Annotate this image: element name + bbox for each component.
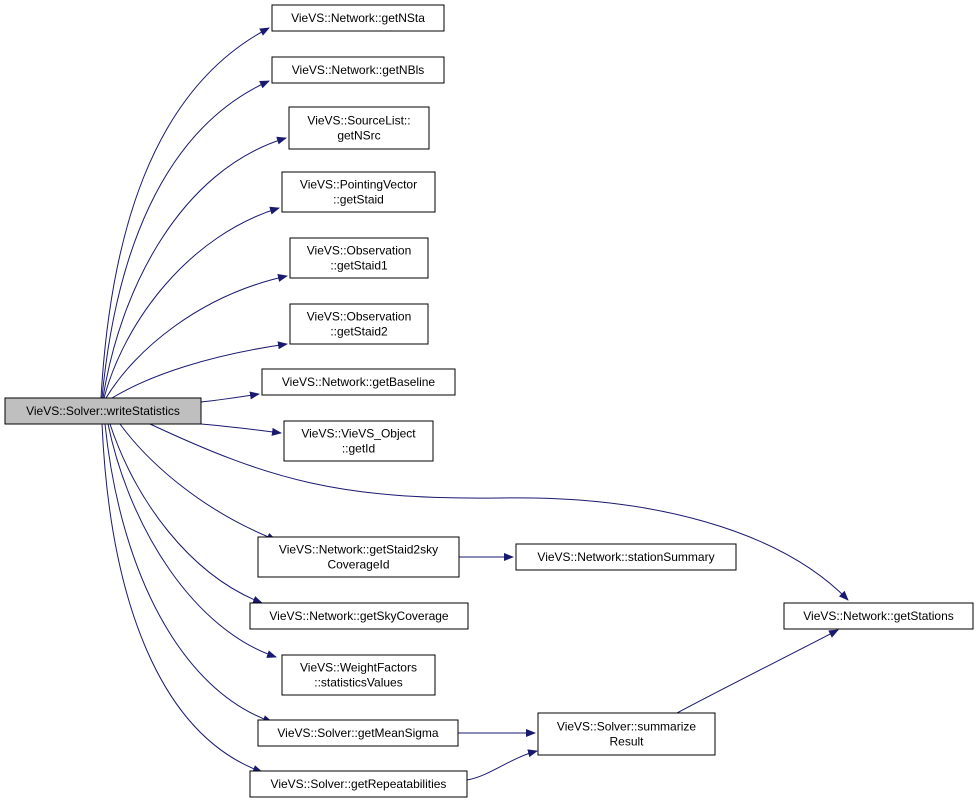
edge-root-to-getStaid2sky: [119, 423, 277, 541]
node-label: VieVS::Network::getNSta: [291, 11, 425, 25]
node-stationSummary[interactable]: VieVS::Network::stationSummary: [515, 543, 737, 571]
edge-root-to-getMeanSigma: [104, 423, 273, 723]
node-label: ::getStaid1: [330, 259, 388, 273]
edge-root-to-pvGetStaid: [103, 206, 280, 399]
edge-root-to-getNBls: [101, 80, 270, 399]
node-getRepeatabilities[interactable]: VieVS::Solver::getRepeatabilities: [249, 770, 468, 798]
edge-getRepeatabilities-to-summarizeResult: [466, 749, 538, 781]
node-label: Result: [609, 735, 644, 749]
edge-root-to-getNSta: [100, 27, 270, 399]
edge-summarizeResult-to-getStations: [676, 629, 839, 714]
node-box: [288, 106, 430, 150]
node-getSkyCoverage[interactable]: VieVS::Network::getSkyCoverage: [249, 602, 469, 630]
edges: [100, 27, 849, 781]
edge-root-to-getStaid1: [105, 274, 288, 399]
node-getId[interactable]: VieVS::VieVS_Object::getId: [283, 420, 434, 462]
node-box: [271, 56, 445, 84]
node-box: [289, 303, 429, 345]
node-getMeanSigma[interactable]: VieVS::Solver::getMeanSigma: [257, 719, 459, 747]
edge-root-to-getStations: [149, 423, 849, 601]
node-label: VieVS::Network::stationSummary: [537, 550, 714, 564]
node-label: ::getId: [342, 442, 375, 456]
node-getBaseline[interactable]: VieVS::Network::getBaseline: [261, 368, 456, 396]
node-box: [249, 602, 469, 630]
node-label: VieVS::Network::getBaseline: [282, 375, 436, 389]
node-box: [281, 654, 436, 696]
node-box: [261, 368, 456, 396]
node-label: VieVS::VieVS_Object: [301, 427, 416, 441]
node-label: VieVS::Network::getSkyCoverage: [269, 609, 449, 623]
node-label: ::statisticsValues: [314, 676, 402, 690]
node-box: [257, 719, 459, 747]
node-getNSta[interactable]: VieVS::Network::getNSta: [271, 4, 445, 32]
node-label: VieVS::WeightFactors: [300, 661, 417, 675]
edge-root-to-getSkyCoverage: [109, 423, 263, 604]
nodes: VieVS::Solver::writeStatisticsVieVS::Net…: [4, 4, 974, 798]
edge-root-to-getBaseline: [200, 391, 260, 403]
node-getStaid2[interactable]: VieVS::Observation::getStaid2: [289, 303, 429, 345]
node-label: ::getStaid: [333, 193, 384, 207]
node-label: VieVS::Network::getStations: [803, 609, 954, 623]
node-label: VieVS::Network::getNBls: [292, 63, 425, 77]
edge-root-to-getId: [200, 423, 282, 436]
edge-root-to-getRepeatabilities: [101, 423, 263, 773]
node-getStaid1[interactable]: VieVS::Observation::getStaid1: [289, 237, 429, 279]
node-label: VieVS::Observation: [307, 244, 412, 258]
node-box: [783, 602, 974, 630]
node-box: [257, 536, 460, 578]
node-label: VieVS::Solver::writeStatistics: [26, 404, 180, 418]
node-label: VieVS::Solver::getRepeatabilities: [271, 777, 447, 791]
node-box: [289, 237, 429, 279]
node-label: VieVS::SourceList::: [307, 114, 410, 128]
node-label: getNSrc: [337, 129, 380, 143]
edge-root-to-statisticsValues: [107, 423, 277, 658]
node-label: VieVS::PointingVector: [300, 178, 417, 192]
node-box: [281, 171, 436, 213]
edge-root-to-getStaid2: [111, 341, 288, 399]
node-box: [537, 712, 716, 756]
node-pvGetStaid[interactable]: VieVS::PointingVector::getStaid: [281, 171, 436, 213]
node-label: VieVS::Solver::getMeanSigma: [277, 726, 439, 740]
node-label: CoverageId: [327, 558, 389, 572]
node-label: VieVS::Observation: [307, 310, 412, 324]
node-label: ::getStaid2: [330, 325, 388, 339]
node-box: [515, 543, 737, 571]
node-box: [4, 397, 202, 425]
node-getStations[interactable]: VieVS::Network::getStations: [783, 602, 974, 630]
node-box: [271, 4, 445, 32]
node-getNBls[interactable]: VieVS::Network::getNBls: [271, 56, 445, 84]
node-box: [249, 770, 468, 798]
node-label: VieVS::Network::getStaid2sky: [279, 543, 438, 557]
node-statisticsValues[interactable]: VieVS::WeightFactors::statisticsValues: [281, 654, 436, 696]
node-root[interactable]: VieVS::Solver::writeStatistics: [4, 397, 202, 425]
node-label: VieVS::Solver::summarize: [557, 720, 696, 734]
node-box: [283, 420, 434, 462]
node-getNSrc[interactable]: VieVS::SourceList::getNSrc: [288, 106, 430, 150]
edge-root-to-getNSrc: [102, 136, 287, 399]
